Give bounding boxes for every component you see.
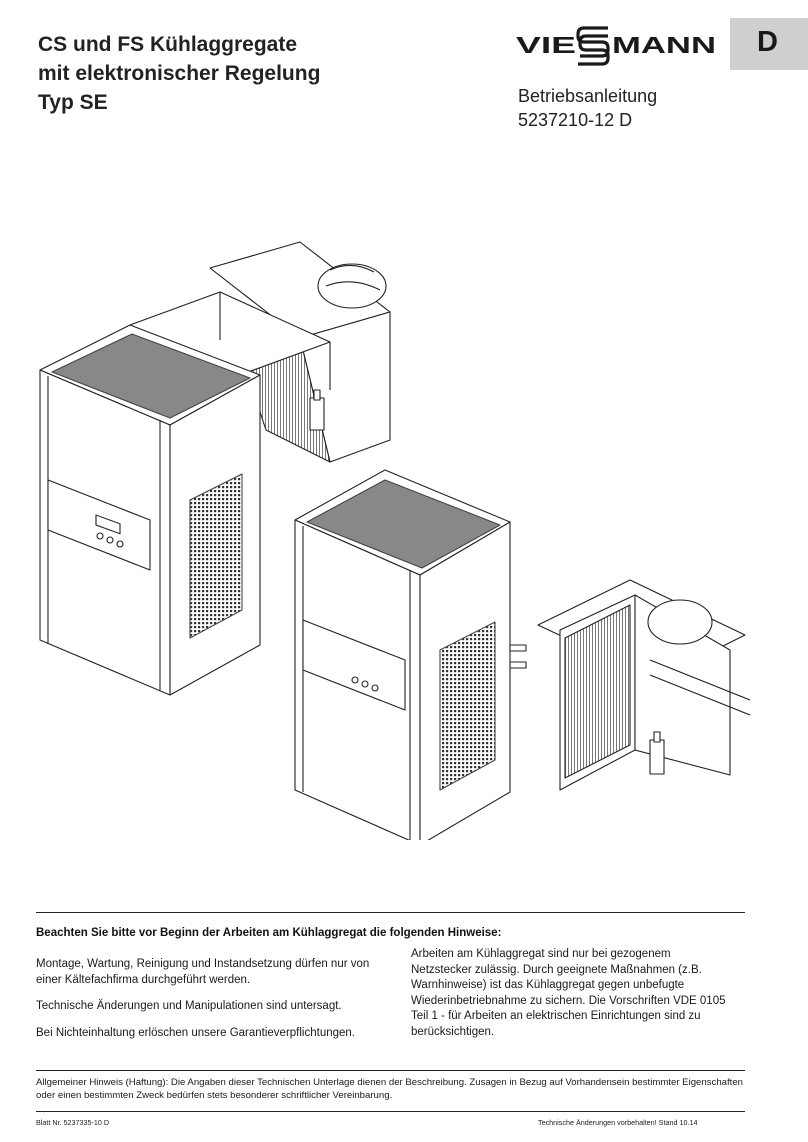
- language-tab-label: D: [757, 26, 778, 58]
- svg-text:VIE: VIE: [516, 32, 576, 58]
- section-divider: [36, 912, 745, 913]
- svg-text:MANN: MANN: [612, 32, 716, 58]
- title-line-3: Typ SE: [38, 91, 108, 114]
- notice-paragraph: Arbeiten am Kühlaggregat sind nur bei ge…: [411, 948, 726, 1038]
- notice-paragraph: Bei Nichteinhaltung erlöschen unsere Gar…: [36, 1026, 356, 1039]
- notice-heading: Beachten Sie bitte vor Beginn der Arbeit…: [36, 927, 502, 939]
- cabinet-unit-2: [294, 469, 527, 840]
- document-type: Betriebsanleitung: [518, 86, 658, 106]
- product-illustration: [39, 241, 750, 840]
- notice-left-column: Montage, Wartung, Reinigung und Instands…: [36, 957, 386, 1052]
- title-line-1: CS und FS Kühlaggregate: [38, 33, 298, 56]
- revision-note: Technische Änderungen vorbehalten! Stand…: [538, 1118, 698, 1127]
- notice-right-column: Arbeiten am Kühlaggregat sind nur bei ge…: [411, 947, 731, 1051]
- cabinet-unit-1: [39, 324, 261, 696]
- condenser-unit-2: [537, 579, 750, 791]
- sheet-number: Blatt Nr. 5237335-10 D: [36, 1118, 110, 1127]
- disclaimer-divider: [36, 1070, 745, 1071]
- document-meta: Betriebsanleitung 5237210-12 D: [518, 84, 657, 132]
- title-line-2: mit elektronischer Regelung: [38, 62, 321, 85]
- document-number: 5237210-12 D: [518, 110, 633, 130]
- notice-paragraph: Technische Änderungen und Manipulationen…: [36, 1000, 342, 1012]
- viessmann-logo: VIE MANN: [516, 26, 716, 66]
- notice-paragraph: Montage, Wartung, Reinigung und Instands…: [36, 958, 370, 986]
- liability-disclaimer: Allgemeiner Hinweis (Haftung): Die Angab…: [36, 1077, 743, 1101]
- footer-divider: [36, 1111, 745, 1112]
- document-title: CS und FS Kühlaggregate mit elektronisch…: [38, 30, 320, 117]
- language-tab: D: [730, 18, 808, 70]
